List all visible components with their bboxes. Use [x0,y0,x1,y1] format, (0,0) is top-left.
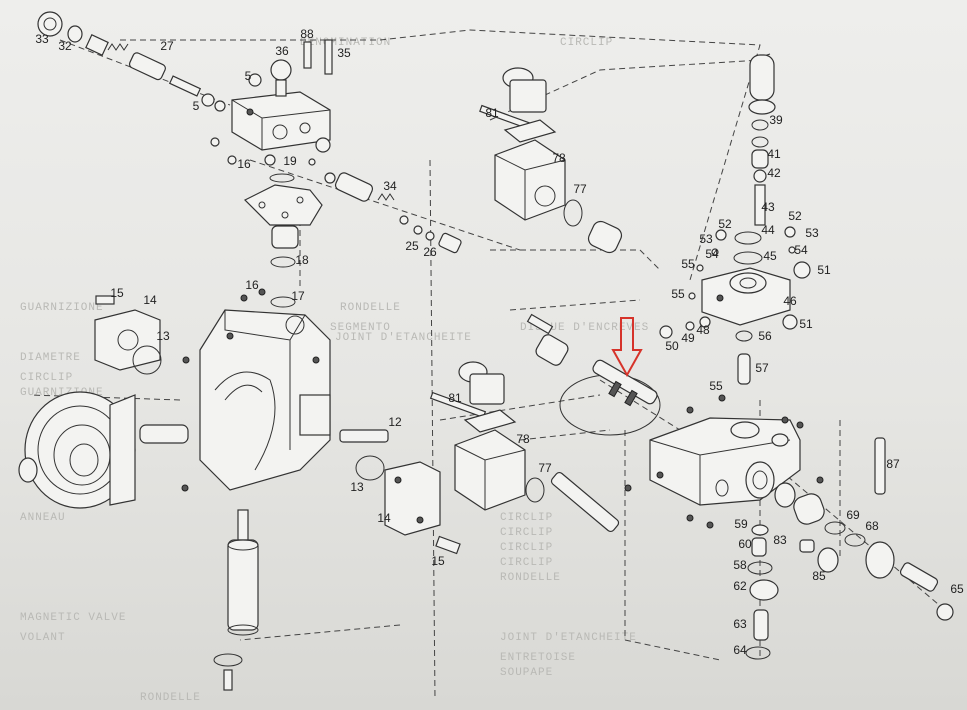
callout-33: 33 [35,32,49,46]
callout-57: 57 [755,361,769,375]
callout-25: 25 [405,239,419,253]
callout-83: 83 [773,533,787,547]
callout-77: 77 [573,182,587,196]
callout-69: 69 [846,508,860,522]
background-text: CIRCLIP [500,512,553,524]
highlighted-spool [526,313,661,436]
background-text: MAGNETIC VALVE [20,612,126,624]
callout-85: 85 [812,569,826,583]
callout-64: 64 [733,643,747,657]
callout-13: 13 [156,329,170,343]
callout-53: 53 [805,226,819,240]
callout-55: 55 [681,257,695,271]
callout-81: 81 [448,391,462,405]
callout-16: 16 [237,157,251,171]
callout-15: 15 [431,554,445,568]
callout-35: 35 [337,46,351,60]
background-text: RONDELLE [140,692,201,704]
callout-13: 13 [350,480,364,494]
callout-52: 52 [718,217,732,231]
callout-55: 55 [671,287,685,301]
callout-51: 51 [817,263,831,277]
callout-39: 39 [769,113,783,127]
callout-81: 81 [485,106,499,120]
callout-44: 44 [761,223,775,237]
callout-62: 62 [733,579,747,593]
callout-78: 78 [516,432,530,446]
callout-50: 50 [665,339,679,353]
callout-46: 46 [783,294,797,308]
callout-59: 59 [734,517,748,531]
pump-housing-assembly [18,288,461,691]
callout-27: 27 [160,39,174,53]
callout-58: 58 [733,558,747,572]
callout-36: 36 [275,44,289,58]
callout-15: 15 [110,286,124,300]
callout-5: 5 [193,99,200,113]
callout-12: 12 [388,415,402,429]
callout-14: 14 [143,293,157,307]
callout-14: 14 [377,511,391,525]
callout-41: 41 [767,147,781,161]
callout-68: 68 [865,519,879,533]
callout-77: 77 [538,461,552,475]
callout-54: 54 [705,247,719,261]
callout-49: 49 [681,331,695,345]
callout-34: 34 [383,179,397,193]
callout-56: 56 [758,329,772,343]
background-text: SOUPAPE [500,667,553,679]
background-text: CIRCLIP [500,527,553,539]
callout-43: 43 [761,200,775,214]
background-text: DIAMETRE [20,352,81,364]
assembly-lines [29,29,946,701]
background-text: GUARNIZIONE [20,302,104,314]
callout-16: 16 [245,278,259,292]
callout-5: 5 [245,69,252,83]
background-text: RONDELLE [500,572,561,584]
background-text: RONDELLE [340,302,401,314]
background-text: ANNEAU [20,512,66,524]
red-indicator-arrow [611,317,643,378]
callout-18: 18 [295,253,309,267]
background-text: JOINT D'ETANCHEITE [500,632,637,644]
background-text: VOLANT [20,632,66,644]
top-left-subassembly [37,11,462,268]
callout-51: 51 [799,317,813,331]
callout-60: 60 [738,537,752,551]
background-text: ENTRETOISE [500,652,576,664]
callout-88: 88 [300,27,314,41]
background-text: CIRCLIP [20,372,73,384]
background-text: JOINT D'ETANCHEITE [335,332,472,344]
background-text: SEGMENTO [330,322,391,334]
callout-19: 19 [283,154,297,168]
callout-65: 65 [950,582,964,596]
callout-17: 17 [291,289,305,303]
solenoid-upper [479,67,623,254]
callout-78: 78 [552,151,566,165]
background-text: DISQUE D'ENCREVES [520,322,649,334]
background-text: CIRCLIP [500,542,553,554]
callout-55: 55 [709,379,723,393]
background-text: CIRCLIP [500,557,553,569]
callout-87: 87 [886,457,900,471]
solenoid-lower [429,361,620,533]
callout-52: 52 [788,209,802,223]
callout-53: 53 [699,232,713,246]
callout-32: 32 [58,39,72,53]
callout-45: 45 [763,249,777,263]
callout-26: 26 [423,245,437,259]
background-text: CIRCLIP [560,37,613,49]
callout-54: 54 [794,243,808,257]
callout-63: 63 [733,617,747,631]
callout-48: 48 [696,323,710,337]
right-valve-stack [624,53,954,660]
callout-42: 42 [767,166,781,180]
